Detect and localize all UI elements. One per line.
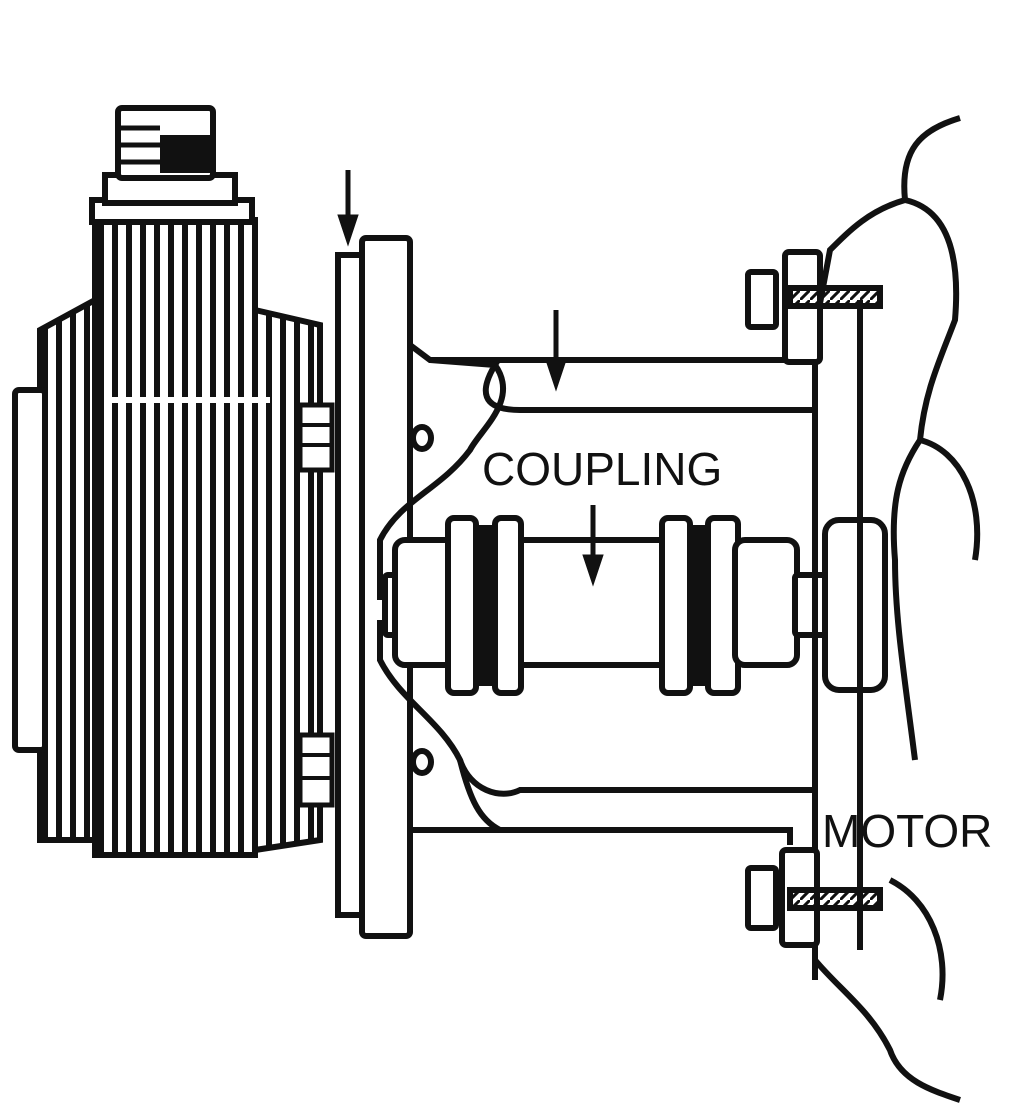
coupling-arrow [582, 505, 604, 587]
motor-housing [745, 115, 981, 1103]
motor-label: MOTOR [822, 805, 993, 857]
flange-arrow [337, 170, 359, 247]
pointer-arrows [337, 170, 604, 587]
coupling-label: COUPLING [482, 443, 723, 495]
pump-housing [12, 105, 335, 858]
bracket-arrow [545, 310, 567, 392]
coupling-assembly [382, 515, 888, 696]
